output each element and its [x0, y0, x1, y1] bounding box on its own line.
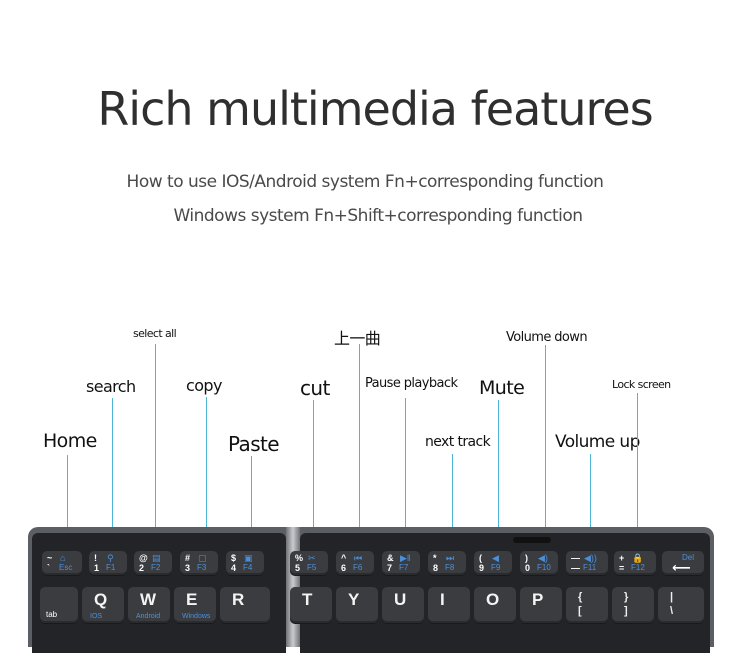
key-backslash[interactable]: | \: [658, 587, 704, 623]
mute-icon: ◀: [492, 553, 499, 563]
callout-select-all: select all: [133, 327, 177, 340]
key-q[interactable]: Q IOS: [82, 587, 124, 623]
key-r[interactable]: R: [220, 587, 270, 623]
callout-search: search: [86, 377, 136, 396]
key-f1-search[interactable]: ! 1 ⚲ F1: [89, 551, 127, 575]
key-f10-volume-down[interactable]: ) 0 ◀) F10: [520, 551, 558, 575]
leader-line-mute: [498, 400, 499, 558]
callout-previous-track: 上一曲: [334, 329, 381, 348]
backspace-arrow-icon: ⟵: [672, 560, 691, 575]
callout-copy: copy: [186, 376, 222, 395]
callout-lock-screen: Lock screen: [612, 378, 671, 391]
key-o[interactable]: O: [474, 587, 516, 623]
leader-line-previous-track: [359, 344, 360, 558]
key-f12-lock-screen[interactable]: + = 🔒 F12: [614, 551, 656, 575]
leader-line-volume-up: [590, 454, 591, 558]
callout-next-track: next track: [425, 434, 491, 450]
key-u[interactable]: U: [382, 587, 424, 623]
leader-line-home: [67, 455, 68, 558]
key-left-bracket[interactable]: { [: [566, 587, 608, 623]
subtitle-windows: Windows system Fn+Shift+corresponding fu…: [173, 206, 583, 226]
select-all-icon: ▤: [152, 553, 161, 563]
previous-track-icon: ⏮: [354, 553, 363, 563]
key-right-bracket[interactable]: } ]: [612, 587, 654, 623]
key-f8-next-track[interactable]: * 8 ⏭ F8: [428, 551, 466, 575]
key-f7-play-pause[interactable]: & 7 ▶‖ F7: [382, 551, 420, 575]
leader-line-select-all: [155, 344, 156, 558]
volume-up-icon: ◀)): [584, 553, 597, 563]
callout-cut: cut: [300, 376, 330, 400]
callout-volume-up: Volume up: [555, 432, 640, 452]
leader-line-search: [112, 398, 113, 558]
play-pause-icon: ▶‖: [400, 553, 411, 563]
leader-line-pause-playback: [405, 398, 406, 558]
key-y[interactable]: Y: [336, 587, 378, 623]
lock-icon: 🔒: [632, 553, 644, 563]
key-f4-paste[interactable]: $ 4 ▣ F4: [226, 551, 264, 575]
next-track-icon: ⏭: [446, 553, 455, 563]
subtitle-ios-android: How to use IOS/Android system Fn+corresp…: [126, 172, 604, 192]
callout-mute: Mute: [479, 377, 525, 399]
key-f6-previous-track[interactable]: ^ 6 ⏮ F6: [336, 551, 374, 575]
key-f5-cut[interactable]: % 5 ✂ F5: [290, 551, 328, 575]
leader-line-next-track: [452, 454, 453, 558]
key-tab[interactable]: tab: [40, 587, 78, 623]
key-delete[interactable]: Del ⟵: [662, 551, 704, 575]
home-icon: ⌂: [60, 553, 66, 563]
scissors-icon: ✂: [308, 553, 316, 563]
key-f11-volume-up[interactable]: — — ◀)) F11: [566, 551, 608, 575]
foldable-keyboard: ~ ` ⌂ Esc ! 1 ⚲ F1 @ 2 ▤ F2 # 3 ▢ F3 $ 4…: [28, 527, 714, 653]
leader-line-cut: [313, 400, 314, 558]
page-title: Rich multimedia features: [97, 82, 653, 136]
key-f9-mute[interactable]: ( 9 ◀ F9: [474, 551, 512, 575]
copy-icon: ▢: [198, 553, 207, 563]
leader-line-lock-screen: [637, 393, 638, 558]
callout-pause-playback: Pause playback: [365, 376, 458, 391]
leader-line-paste: [251, 456, 252, 558]
keyboard-slot: [513, 537, 551, 543]
key-i[interactable]: I: [428, 587, 470, 623]
key-e[interactable]: E Windows: [174, 587, 216, 623]
paste-icon: ▣: [244, 553, 253, 563]
key-f3-copy[interactable]: # 3 ▢ F3: [180, 551, 218, 575]
callout-home: Home: [43, 430, 97, 452]
key-w[interactable]: W Android: [128, 587, 170, 623]
key-t[interactable]: T: [290, 587, 332, 623]
leader-line-copy: [206, 397, 207, 558]
search-icon: ⚲: [107, 553, 114, 563]
callout-paste: Paste: [228, 432, 280, 456]
key-esc-home[interactable]: ~ ` ⌂ Esc: [42, 551, 82, 575]
callout-volume-down: Volume down: [506, 330, 588, 345]
key-f2-select-all[interactable]: @ 2 ▤ F2: [134, 551, 172, 575]
volume-down-icon: ◀): [538, 553, 548, 563]
key-p[interactable]: P: [520, 587, 562, 623]
leader-line-volume-down: [545, 345, 546, 558]
